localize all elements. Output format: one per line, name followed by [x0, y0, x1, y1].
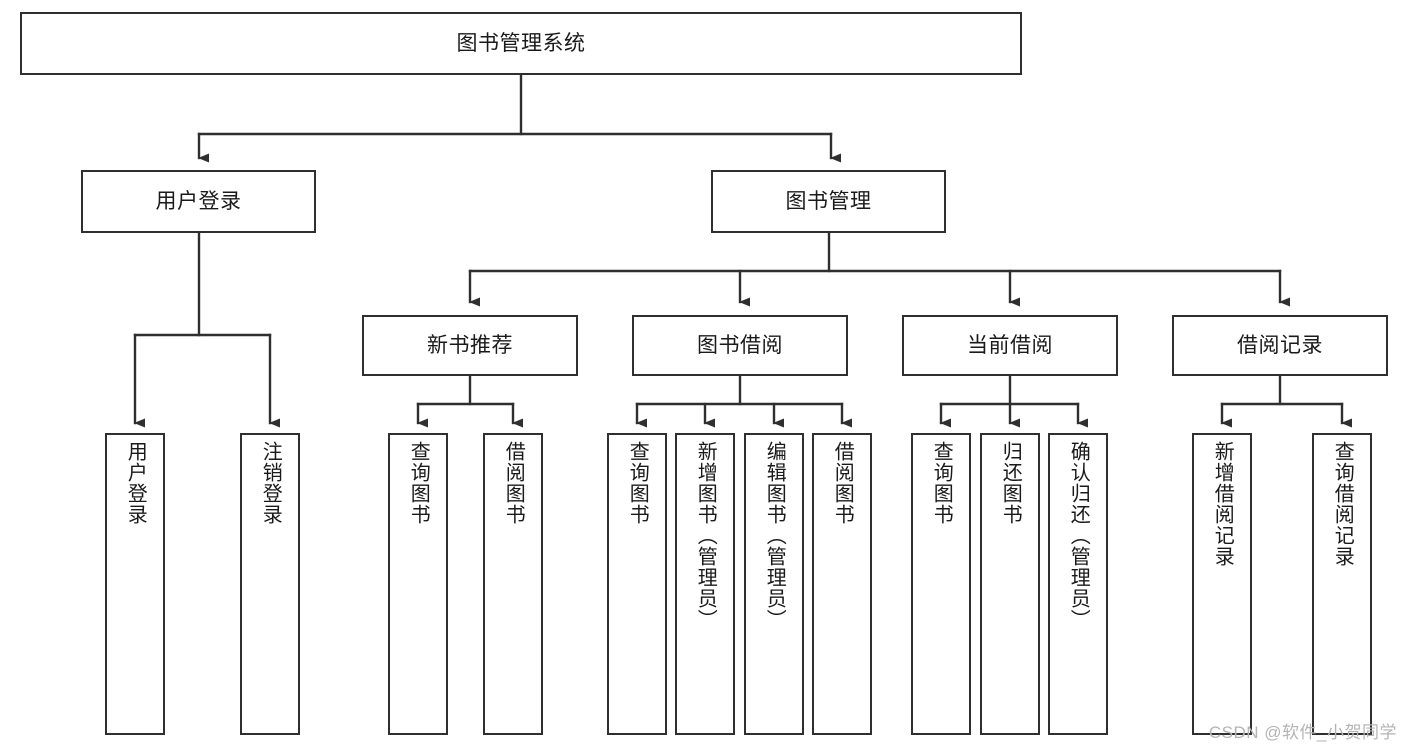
node-root-system[interactable]: 图书管理系统 — [20, 12, 1022, 75]
csdn-watermark: CSDN @软件_小贺同学 — [1208, 723, 1397, 742]
node-leaf-edit-book-label: 编辑图书（管理员） — [763, 441, 786, 630]
node-user-login-label: 用户登录 — [155, 189, 242, 213]
node-leaf-query-book-1[interactable]: 查询图书 — [388, 433, 448, 735]
node-leaf-edit-book[interactable]: 编辑图书（管理员） — [744, 433, 804, 735]
node-borrow-record-label: 借阅记录 — [1237, 333, 1323, 357]
node-leaf-confirm-return-label: 确认归还（管理员） — [1067, 441, 1090, 630]
node-leaf-query-book-1-label: 查询图书 — [407, 441, 430, 525]
node-new-book-rec[interactable]: 新书推荐 — [362, 315, 578, 376]
node-leaf-confirm-return[interactable]: 确认归还（管理员） — [1048, 433, 1108, 735]
node-leaf-query-book-3-label: 查询图书 — [930, 441, 953, 525]
node-root-label: 图书管理系统 — [456, 31, 586, 55]
node-leaf-return-book-label: 归还图书 — [999, 441, 1022, 525]
node-current-borrow-label: 当前借阅 — [967, 333, 1053, 357]
node-book-manage-label: 图书管理 — [785, 189, 872, 213]
node-leaf-borrow-book-1[interactable]: 借阅图书 — [483, 433, 543, 735]
node-leaf-borrow-book-1-label: 借阅图书 — [502, 441, 525, 525]
node-leaf-query-book-2[interactable]: 查询图书 — [607, 433, 667, 735]
node-new-book-rec-label: 新书推荐 — [427, 333, 513, 357]
node-leaf-query-book-3[interactable]: 查询图书 — [911, 433, 971, 735]
node-leaf-user-logout[interactable]: 注销登录 — [240, 433, 300, 735]
node-book-borrow-label: 图书借阅 — [697, 333, 783, 357]
node-leaf-borrow-book-2[interactable]: 借阅图书 — [812, 433, 872, 735]
node-leaf-add-book[interactable]: 新增图书（管理员） — [675, 433, 735, 735]
node-leaf-return-book[interactable]: 归还图书 — [980, 433, 1040, 735]
node-current-borrow[interactable]: 当前借阅 — [902, 315, 1118, 376]
node-leaf-user-login-label: 用户登录 — [124, 441, 147, 525]
node-leaf-query-record-label: 查询借阅记录 — [1331, 441, 1354, 567]
node-leaf-query-record[interactable]: 查询借阅记录 — [1312, 433, 1372, 735]
node-user-login[interactable]: 用户登录 — [81, 170, 316, 233]
node-leaf-user-logout-label: 注销登录 — [259, 441, 282, 525]
node-leaf-add-record-label: 新增借阅记录 — [1211, 441, 1234, 567]
node-leaf-borrow-book-2-label: 借阅图书 — [831, 441, 854, 525]
node-leaf-add-book-label: 新增图书（管理员） — [694, 441, 717, 630]
node-borrow-record[interactable]: 借阅记录 — [1172, 315, 1388, 376]
node-book-manage[interactable]: 图书管理 — [711, 170, 946, 233]
node-leaf-query-book-2-label: 查询图书 — [626, 441, 649, 525]
node-book-borrow[interactable]: 图书借阅 — [632, 315, 848, 376]
node-leaf-add-record[interactable]: 新增借阅记录 — [1192, 433, 1252, 735]
node-leaf-user-login[interactable]: 用户登录 — [105, 433, 165, 735]
